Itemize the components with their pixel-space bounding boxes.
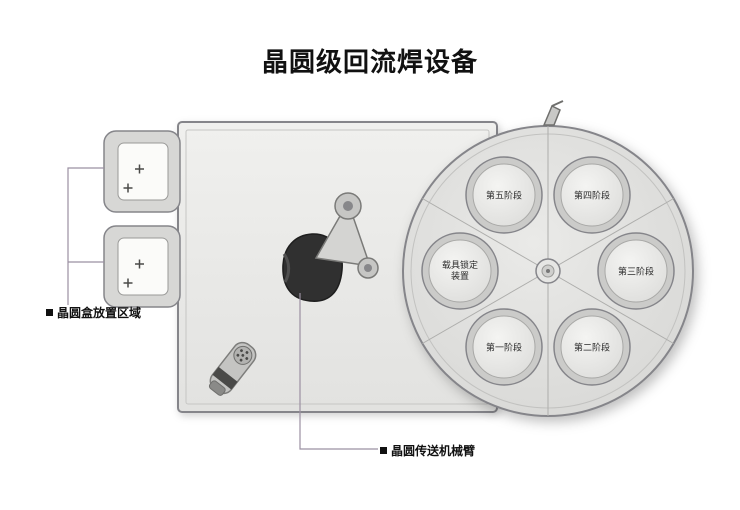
alignment-mark-icon — [123, 183, 133, 193]
station-label-stage-5: 第五阶段 — [485, 190, 523, 201]
leader-line-transfer-arm — [299, 293, 378, 450]
arm-linkage — [314, 192, 379, 279]
center-hub — [535, 258, 561, 284]
station-label-carrier-lock: 载具锁定装置 — [441, 259, 478, 281]
bullet-square-icon — [46, 309, 53, 316]
callout-transfer-arm: 晶圆传送机械臂 — [380, 442, 475, 459]
alignment-mark-icon — [123, 278, 133, 288]
alignment-mark-icon — [135, 164, 144, 174]
station-pod — [421, 232, 499, 310]
leader-line-wafer-box — [67, 167, 104, 305]
page-title: 晶圆级回流焊设备 — [261, 47, 478, 77]
callout-wafer-box-area-text: 晶圆盒放置区域 — [57, 306, 142, 320]
station-pod — [465, 156, 543, 234]
motor-cylinder — [208, 341, 257, 396]
station-label-stage-4: 第四阶段 — [573, 190, 611, 201]
station-pod — [553, 308, 631, 386]
station-label-stage-2: 第二阶段 — [573, 342, 611, 353]
station-pod — [553, 156, 631, 234]
sector-lines — [422, 126, 674, 416]
bullet-square-icon — [380, 447, 387, 454]
station-label-stage-3: 第三阶段 — [617, 266, 655, 277]
wafer-cassette-2 — [103, 225, 181, 308]
callout-transfer-arm-text: 晶圆传送机械臂 — [391, 444, 476, 458]
wafer-cassette-1 — [103, 130, 181, 213]
turntable — [402, 125, 694, 417]
station-pod — [597, 232, 675, 310]
callout-lines — [67, 167, 378, 450]
turntable-latch-icon — [542, 100, 564, 126]
callout-wafer-box-area: 晶圆盒放置区域 — [46, 304, 141, 321]
station-label-stage-1: 第一阶段 — [485, 342, 523, 353]
alignment-mark-icon — [135, 259, 144, 269]
station-pod — [465, 308, 543, 386]
